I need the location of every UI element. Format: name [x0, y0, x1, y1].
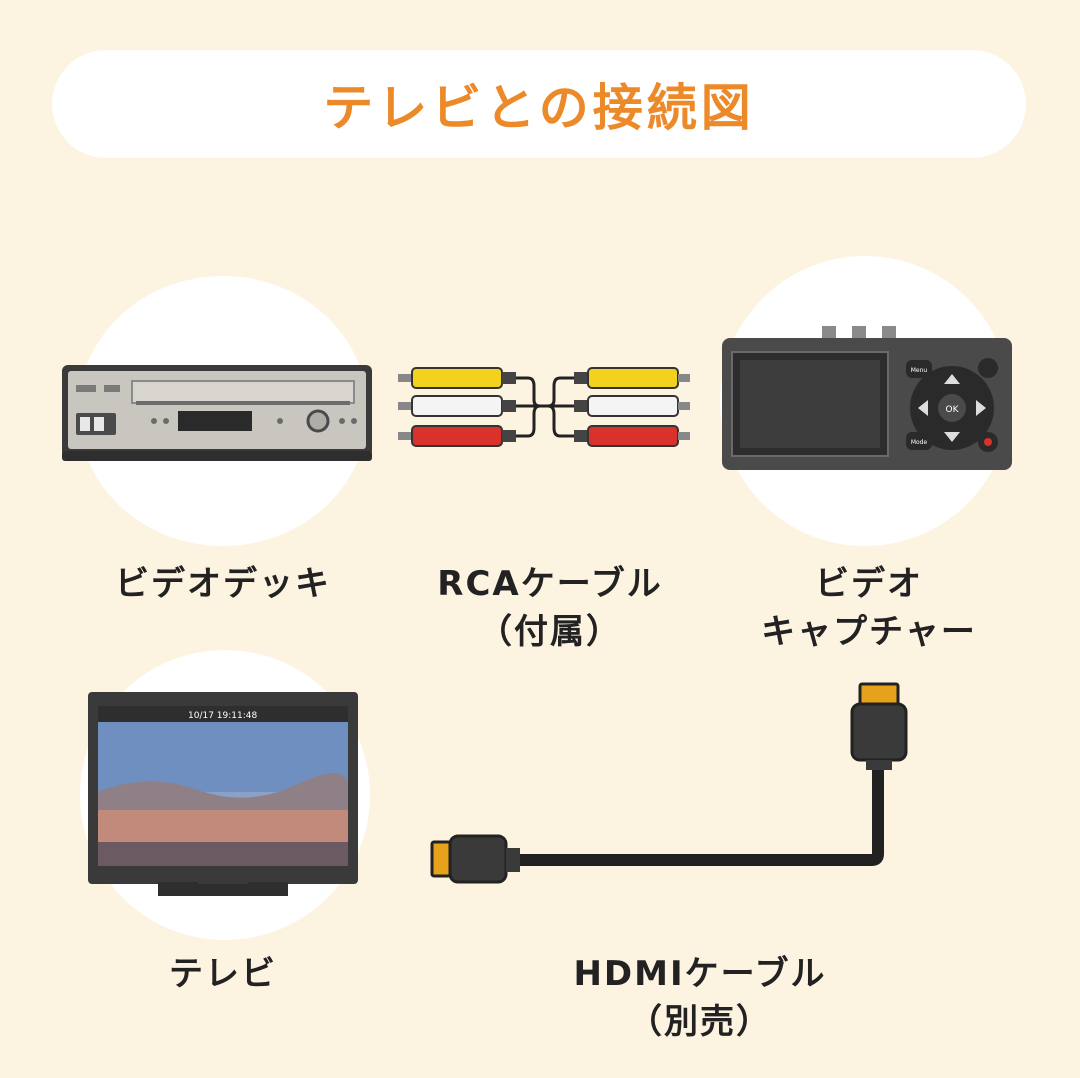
label-hdmi-line1: HDMIケーブル	[573, 954, 827, 994]
label-rca-line1: RCAケーブル	[437, 564, 663, 604]
vcr-illustration	[62, 365, 372, 461]
label-rca-line2: （付属）	[478, 612, 622, 652]
capture-mode-btn-label: Mode	[911, 439, 928, 446]
label-capture-line2: キャプチャー	[761, 612, 977, 652]
label-tv: テレビ	[88, 950, 358, 998]
rca-left-plugs	[398, 367, 516, 447]
capture-device-illustration: OK Menu Mode	[722, 326, 1012, 470]
capture-ok-label: OK	[946, 405, 960, 415]
label-capture-line1: ビデオ	[815, 564, 923, 604]
label-rca-cable: RCAケーブル （付属）	[410, 560, 690, 656]
label-tv-text: テレビ	[169, 954, 277, 994]
label-hdmi-line2: （別売）	[628, 1002, 772, 1042]
capture-menu-btn-label: Menu	[911, 367, 928, 374]
tv-datetime: 10/17 19:11:48	[188, 711, 257, 721]
label-vcr-text: ビデオデッキ	[115, 564, 331, 604]
title-banner: テレビとの接続図	[52, 50, 1026, 158]
label-vcr: ビデオデッキ	[88, 560, 358, 608]
label-hdmi-cable: HDMIケーブル （別売）	[520, 950, 880, 1046]
rca-right-plugs	[574, 367, 690, 447]
tv-illustration: 10/17 19:11:48	[88, 692, 358, 896]
page-title: テレビとの接続図	[323, 79, 755, 137]
label-capture: ビデオ キャプチャー	[724, 560, 1014, 656]
rca-cable-illustration	[398, 367, 690, 447]
hdmi-cable-illustration	[430, 682, 908, 884]
